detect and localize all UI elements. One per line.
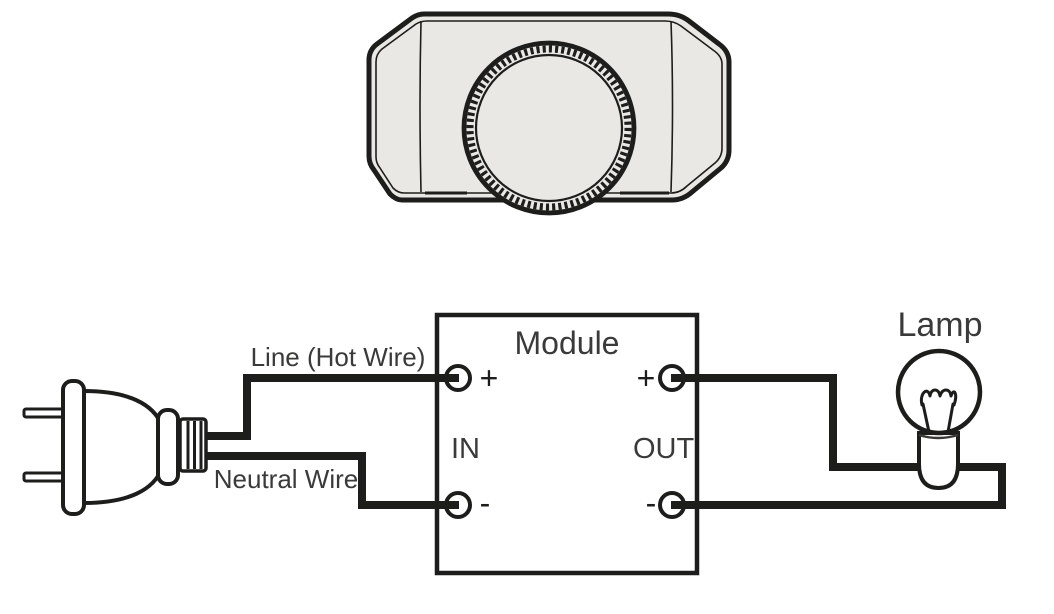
- faceplate-right-edge: [670, 20, 674, 193]
- neutral-wire-label: Neutral Wire: [214, 464, 358, 494]
- lamp-stem-left: [921, 402, 931, 434]
- module-out-label: OUT: [633, 433, 695, 465]
- in-minus-sign: -: [480, 485, 491, 521]
- plug-body: [82, 388, 164, 506]
- wire-neutral: [204, 452, 459, 509]
- plug-collar: [156, 408, 180, 486]
- lamp-stem-right: [946, 402, 955, 434]
- dimmer-dial: [461, 40, 637, 216]
- lamp-bulb: [895, 348, 983, 436]
- line-hot-wire-label: Line (Hot Wire): [251, 342, 426, 372]
- dial-face: [474, 53, 624, 203]
- lamp-base-top-arc: [918, 433, 959, 440]
- power-plug: [22, 379, 208, 516]
- in-plus-sign: +: [480, 360, 499, 396]
- lamp-base: [917, 431, 960, 491]
- module-box: [434, 312, 700, 576]
- dimmer-body-inner-outline: [375, 20, 723, 194]
- lamp: [895, 348, 983, 491]
- dimmer-device: [366, 11, 732, 216]
- lamp-filament: [919, 388, 958, 407]
- plug-prong-top: [22, 407, 69, 419]
- plug-prong-bottom: [22, 471, 69, 483]
- dial-knurl-teeth: [466, 45, 632, 211]
- plug-faceplate: [61, 379, 86, 516]
- module-in-label: IN: [451, 433, 480, 465]
- wire-hot: [204, 374, 459, 440]
- faceplate-left-edge: [419, 20, 422, 193]
- module-title: Module: [515, 325, 620, 361]
- out-plus-sign: +: [637, 360, 656, 396]
- out-minus-sign: -: [646, 485, 657, 521]
- lamp-label: Lamp: [897, 306, 982, 344]
